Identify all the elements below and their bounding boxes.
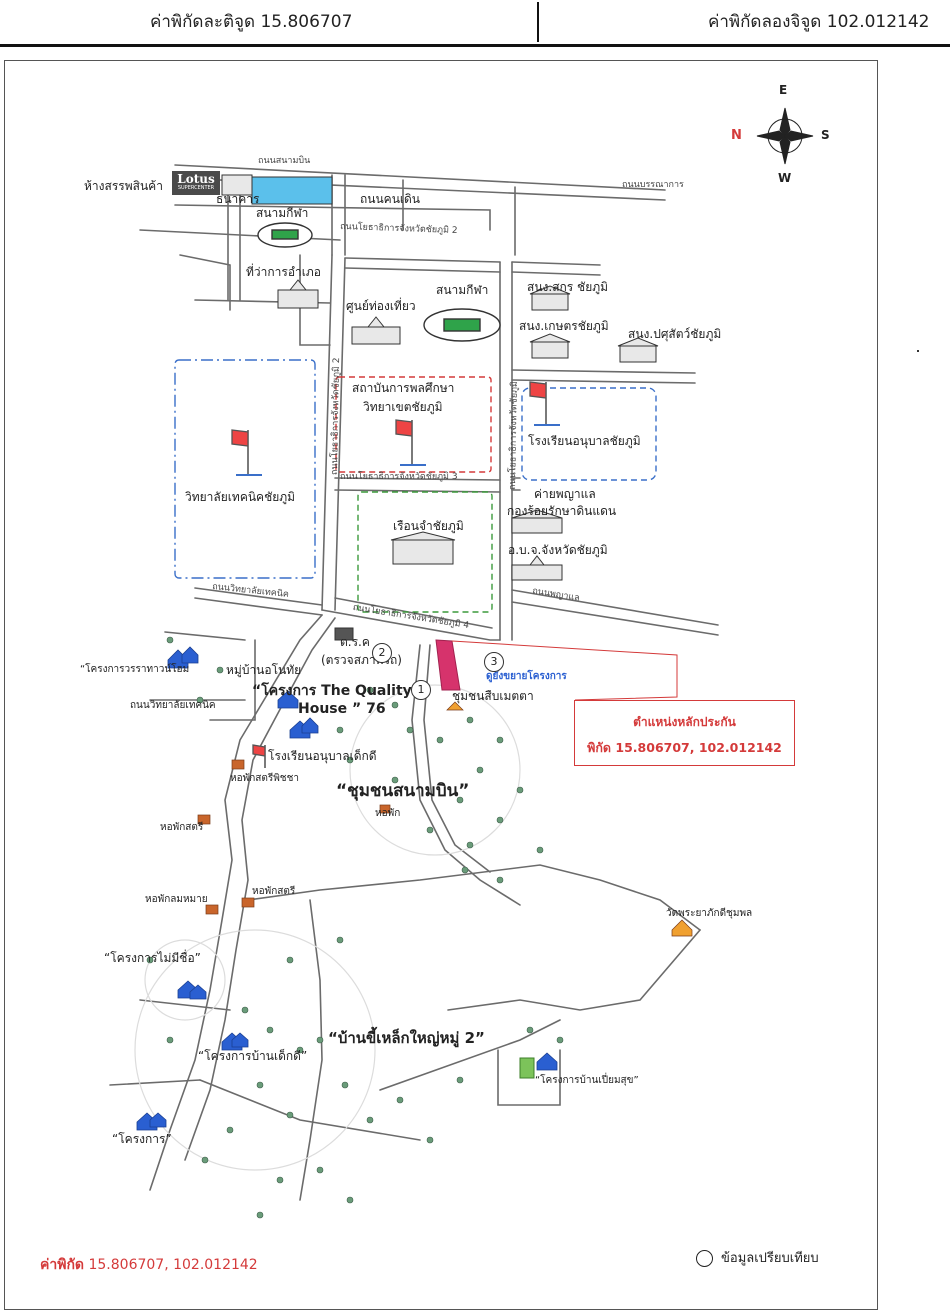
label-district-office: ที่ว่าการอำเภอ	[246, 265, 321, 279]
label-tech-college: วิทยาลัยเทคนิคชัยภูมิ	[185, 490, 296, 504]
piamsuk-plot	[519, 1057, 535, 1079]
label-stadium-main: สนามกีฬา	[436, 283, 489, 297]
collateral-callout: ตำแหน่งหลักประกัน พิกัด 15.806707, 102.0…	[574, 700, 795, 766]
dorm-icons	[197, 701, 693, 937]
label-cooperative-office: สนง.สกร ชัยภูมิ	[527, 280, 609, 294]
road-govt-3: ถนนโยธาธิการจังหวัดชัยภูมิ 3	[340, 472, 458, 482]
house-icons	[136, 646, 558, 1131]
label-expansion-area: ดูยังขยายโครงการ	[486, 671, 567, 682]
marker-1: 1	[411, 680, 431, 700]
label-project-plain: “โครงการ”	[112, 1132, 172, 1146]
lotus-logo: Lotus SUPERCENTER	[172, 171, 220, 195]
compass-west: W	[778, 171, 792, 185]
compass-rose	[756, 107, 814, 165]
label-prison: เรือนจำชัยภูมิ	[393, 519, 464, 533]
label-kindergarten-kd: โรงเรียนอนุบาลเด็กดี	[268, 749, 377, 763]
label-quality-house-1: “โครงการ The Quality	[252, 683, 412, 699]
label-temple: วัดพระยาภักดีชุมพล	[666, 908, 753, 919]
label-livestock-office: สนง.ปศุสัตว์ชัยภูมิ	[628, 327, 722, 341]
label-pe-institute: สถาบันการพลศึกษา	[352, 381, 455, 395]
zone-pe-institute	[335, 376, 492, 473]
label-community-khilek: “บ้านขี้เหล็กใหญ่หมู่ 2”	[328, 1029, 485, 1047]
label-village-onothai: หมู่บ้านอโนทัย	[226, 663, 302, 677]
label-dorm-phichaya: หอพักสตรีพิชชา	[230, 773, 299, 784]
flag-icons	[231, 381, 560, 768]
zone-tech-college	[174, 359, 316, 579]
compass-south: S	[821, 128, 830, 142]
compass-east: E	[779, 83, 788, 97]
label-community-airport: “ชุมชนสนามบิน”	[336, 781, 470, 801]
compass-north: N	[731, 128, 742, 143]
label-bank: ธนาคาร	[216, 192, 260, 206]
label-defense-company: กองร้อยรักษาดินแดน	[507, 504, 617, 518]
label-dorm-female: หอพักสตรี	[160, 822, 204, 833]
label-community-metta: ชุมชนสืบเมตตา	[452, 689, 534, 703]
legend-label: ข้อมูลเปรียบเทียบ	[721, 1251, 819, 1266]
zone-prison	[357, 491, 493, 613]
label-project-unnamed: “โครงการไม่มีชื่อ”	[104, 951, 201, 965]
stadium-icons	[257, 222, 501, 342]
subject-property	[435, 639, 678, 701]
label-dorm: หอพัก	[375, 808, 401, 819]
label-stadium-small: สนามกีฬา	[256, 206, 309, 220]
label-pe-campus: วิทยาเขตชัยภูมิ	[363, 400, 443, 414]
road-airport: ถนนสนามบิน	[258, 156, 311, 166]
footer-coordinate: ค่าพิกัด 15.806707, 102.012142	[40, 1254, 258, 1276]
longitude-label: ค่าพิกัดลองจิจูด 102.012142	[708, 12, 930, 32]
lake	[251, 176, 333, 205]
label-walking-road: ถนนคนเดิน	[360, 192, 420, 206]
label-pao: อ.บ.จ.จังหวัดชัยภูมิ	[508, 543, 608, 557]
label-tourism-center: ศูนย์ท่องเที่ยว	[346, 299, 416, 313]
header-divider	[537, 2, 539, 42]
footer-coordinate-label: ค่าพิกัด	[40, 1257, 85, 1273]
label-dorm-lomhai: หอพักลมหมาย	[145, 894, 208, 905]
marker-2: 2	[372, 643, 392, 663]
label-project-piamsuk: “โครงการบ้านเปี่ยมสุข”	[535, 1075, 639, 1086]
coordinate-header: ค่าพิกัดละติจูด 15.806707 ค่าพิกัดลองจิจ…	[0, 0, 950, 47]
road-bannakarn: ถนนบรรณาการ	[622, 180, 684, 190]
label-kindergarten: โรงเรียนอนุบาลชัยภูมิ	[528, 434, 641, 448]
marker-3: 3	[484, 652, 504, 672]
label-police: ต.ร.ค	[340, 635, 370, 649]
label-tech-road: ถนนวิทยาลัยเทคนิค	[130, 700, 216, 711]
road-govt-vertical-right: ถนนโยธาธิการจังหวัดชัยภูมิ	[508, 381, 520, 491]
building-icons	[221, 174, 659, 641]
label-quality-house-2: House ” 76	[298, 701, 386, 717]
latitude-label: ค่าพิกัดละติจูด 15.806707	[150, 12, 353, 32]
tree-icons	[146, 636, 564, 1219]
label-agriculture-office: สนง.เกษตรชัยภูมิ	[519, 319, 609, 333]
label-camp: ค่ายพญาแล	[534, 487, 596, 501]
road-govt-vertical-left: ถนนโยธาธิการจังหวัดชัยภูมิ 2	[330, 357, 343, 476]
stray-dot	[917, 350, 919, 352]
label-mall: ห้างสรรพสินค้า	[84, 179, 163, 193]
callout-coordinate: พิกัด 15.806707, 102.012142	[587, 740, 782, 755]
legend: ข้อมูลเปรียบเทียบ	[696, 1247, 819, 1268]
label-project-wara: “โครงการวรราทาวน์โฮม	[80, 664, 190, 675]
footer-coordinate-value: 15.806707, 102.012142	[88, 1257, 258, 1273]
label-project-dekdee: “โครงการบ้านเด็กดี”	[198, 1049, 308, 1063]
legend-circle-icon	[696, 1250, 713, 1267]
label-dorm-female-2: หอพักสตรี	[252, 886, 296, 897]
callout-title: ตำแหน่งหลักประกัน	[633, 715, 736, 729]
